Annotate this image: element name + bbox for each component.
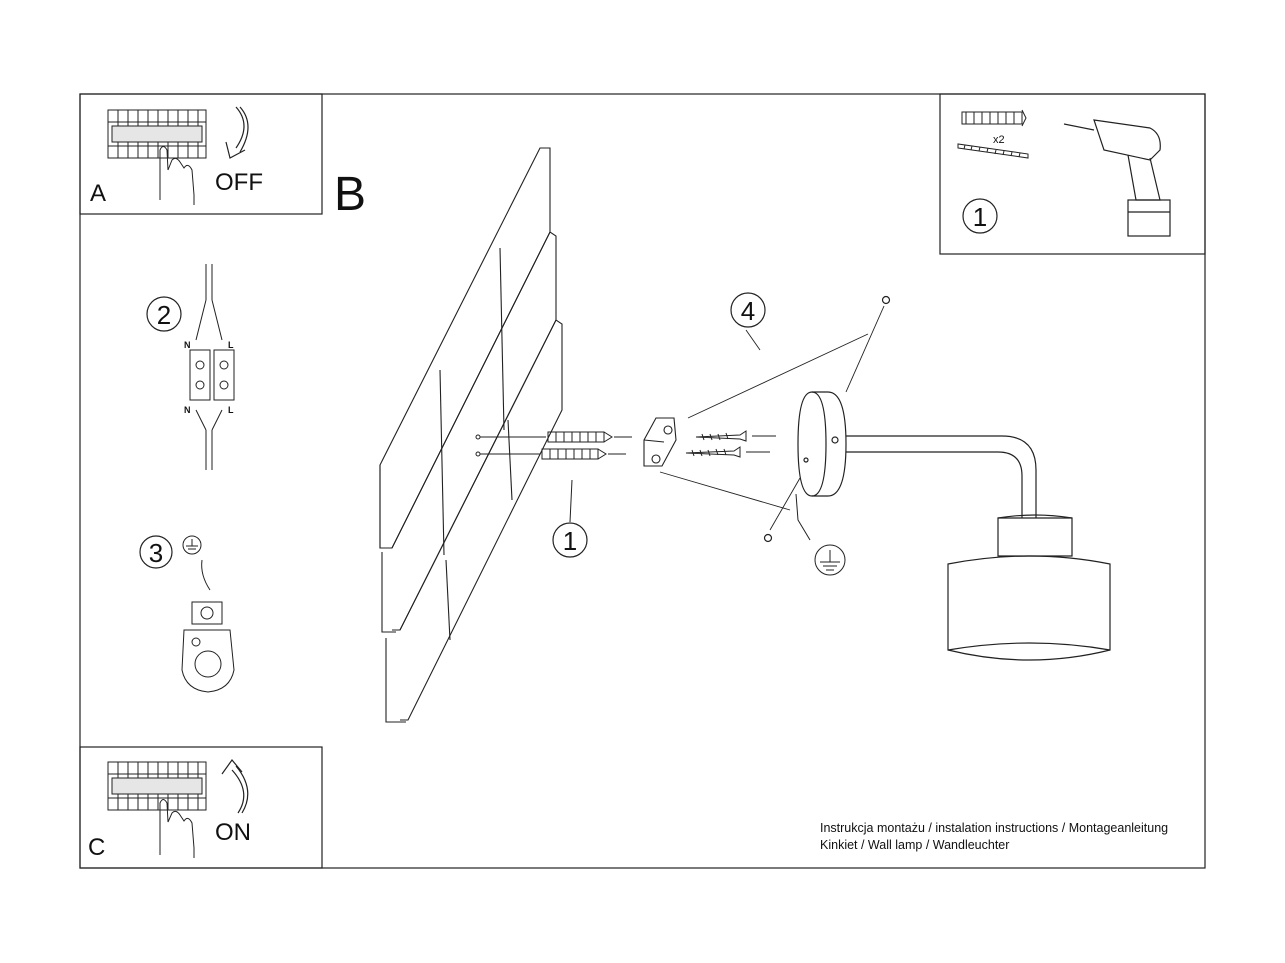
- lamp-step-number: 4: [741, 296, 755, 326]
- live-label-bottom: L: [228, 405, 234, 415]
- terminal-block-icon: [189, 264, 235, 470]
- footer-title: Instrukcja montażu / instalation instruc…: [820, 821, 1169, 835]
- bottom-screw-icon: [763, 533, 773, 543]
- tools-step-badge: [962, 198, 998, 234]
- plug-quantity: x2: [993, 134, 1005, 146]
- breaker-on-icon: [107, 761, 207, 858]
- mount-step-number: 1: [563, 526, 577, 556]
- ground-terminal-icon: [181, 559, 235, 693]
- panel-b-letter: B: [334, 168, 366, 221]
- instructions-footer: Instrukcja montażu / instalation instruc…: [820, 820, 1168, 854]
- wiring-step-badge: [146, 296, 182, 332]
- lamp-step-badge: [730, 292, 766, 328]
- ground-step-badge: [139, 535, 173, 569]
- mounting-screws-icon: [685, 430, 776, 458]
- mount-step-badge: [552, 522, 588, 558]
- tiled-wall-icon: [379, 147, 563, 723]
- mounting-bracket-icon: [643, 417, 677, 467]
- assembly-guide-lines: [659, 305, 885, 531]
- drill-icon: [1063, 119, 1171, 237]
- breaker-off-icon: [107, 109, 207, 205]
- off-label: OFF: [215, 169, 263, 196]
- tools-box-frame: [939, 93, 1206, 255]
- neutral-label-bottom: N: [184, 405, 191, 415]
- rotate-on-arrow-icon: [221, 759, 249, 814]
- top-screw-icon: [881, 295, 891, 305]
- wall-plugs-icon: [475, 431, 632, 460]
- lamp-ground-symbol-icon: [795, 493, 846, 576]
- ground-step-number: 3: [149, 538, 163, 568]
- tools-step-number: 1: [973, 202, 987, 232]
- on-label: ON: [215, 819, 251, 846]
- panel-c-letter: C: [88, 834, 105, 861]
- neutral-label-top: N: [184, 340, 191, 350]
- screw-icon: [957, 143, 1029, 159]
- footer-subtitle: Kinkiet / Wall lamp / Wandleuchter: [820, 838, 1010, 852]
- outer-frame: [79, 93, 1206, 869]
- panel-a-letter: A: [90, 180, 106, 207]
- rotate-off-arrow-icon: [225, 106, 249, 159]
- wall-plug-icon: [961, 109, 1027, 127]
- ground-symbol-icon: [182, 535, 202, 555]
- live-label-top: L: [228, 340, 234, 350]
- panel-c-frame: [79, 746, 323, 869]
- wiring-step-number: 2: [157, 300, 171, 330]
- panel-a-frame: [79, 93, 323, 215]
- wall-lamp-icon: [797, 391, 1111, 661]
